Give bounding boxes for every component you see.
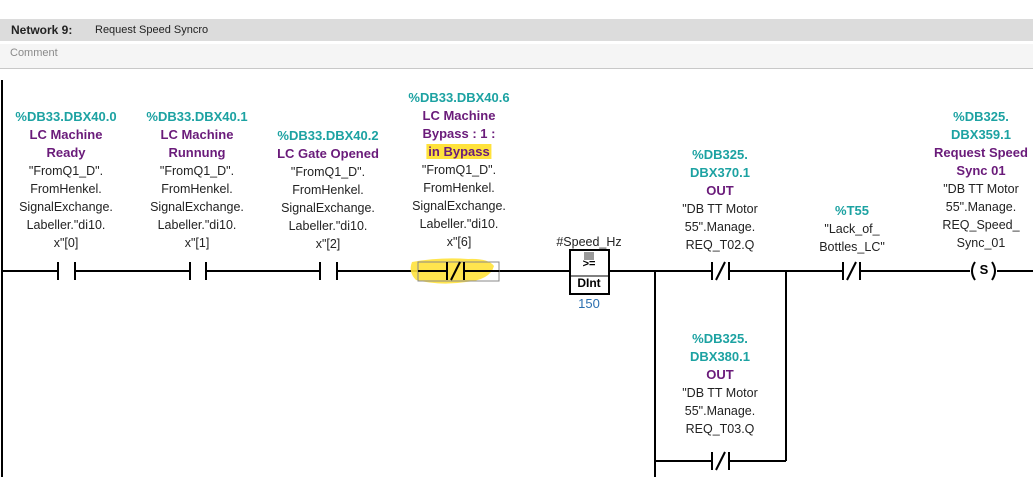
branch-1-tag-line: 55".Manage.: [684, 220, 756, 234]
lack-tag-line: Bottles_LC": [819, 240, 885, 254]
network-comment-field[interactable]: Comment: [0, 44, 1033, 69]
branch-2-tag-line: "DB TT Motor: [682, 386, 758, 400]
contact-1-address: %DB33.DBX40.0: [15, 109, 117, 124]
contact-4-tag-line: "FromQ1_D".: [421, 163, 497, 177]
compare-operator: >=: [582, 258, 596, 270]
contact-2-labels: %DB33.DBX40.1 LC Machine Runnung "FromQ1…: [146, 108, 247, 252]
coil-tag-line: Sync_01: [956, 236, 1006, 250]
contact-4-tag-line: x"[6]: [446, 235, 472, 249]
branch-1-address-line: DBX370.1: [690, 165, 750, 180]
coil-name-line: Request Speed: [934, 145, 1028, 160]
contact-2-address: %DB33.DBX40.1: [146, 109, 248, 124]
network-header[interactable]: Network 9: Request Speed Syncro: [0, 19, 1033, 41]
coil-tag-line: REQ_Speed_: [942, 218, 1020, 232]
contact-3-tag-line: Labeller."di10.: [288, 219, 368, 233]
branch-1-tag-line: "DB TT Motor: [682, 202, 758, 216]
comment-placeholder: Comment: [10, 47, 58, 59]
contact-1-tag-line: x"[0]: [53, 236, 79, 250]
contact-1-tag-line: FromHenkel.: [30, 182, 102, 196]
compare-box[interactable]: [569, 249, 610, 295]
contact-4-labels: %DB33.DBX40.6 LC Machine Bypass : 1 : in…: [408, 89, 509, 251]
contact-3-tag-line: SignalExchange.: [281, 201, 375, 215]
coil-labels: %DB325. DBX359.1 Request Speed Sync 01 "…: [934, 108, 1028, 252]
contact-2-tag-line: Labeller."di10.: [157, 218, 237, 232]
set-coil[interactable]: [971, 261, 996, 281]
contact-2-tag-line: FromHenkel.: [161, 182, 233, 196]
coil-tag-line: 55".Manage.: [945, 200, 1017, 214]
contact-4-name-line: LC Machine: [422, 108, 496, 123]
contact-req-t03[interactable]: [711, 451, 730, 471]
coil-tag-line: "DB TT Motor: [943, 182, 1019, 196]
contact-lc-machine-ready[interactable]: [57, 262, 76, 280]
contact-4-highlight-value: in Bypass: [426, 144, 492, 159]
contact-4-name-line: Bypass : 1 :: [422, 126, 496, 141]
contact-2-tag-line: SignalExchange.: [150, 200, 244, 214]
contact-1-tag-line: SignalExchange.: [19, 200, 113, 214]
yellow-highlight-mark: [410, 258, 494, 284]
network-title[interactable]: Request Speed Syncro: [95, 24, 209, 36]
coil-name-line: Sync 01: [956, 163, 1006, 178]
contact-2-tag-line: x"[1]: [184, 236, 210, 250]
branch-2-labels: %DB325. DBX380.1 OUT "DB TT Motor 55".Ma…: [682, 330, 758, 438]
contact-1-name-line: LC Machine: [29, 127, 103, 142]
contact-2-tag-line: "FromQ1_D".: [159, 164, 235, 178]
branch-1-tag-line: REQ_T02.Q: [685, 238, 755, 252]
contact-1-tag-line: Labeller."di10.: [26, 218, 106, 232]
coil-address-line: DBX359.1: [951, 127, 1011, 142]
contact-2-name-line: Runnung: [168, 145, 226, 160]
contact-1-labels: %DB33.DBX40.0 LC Machine Ready "FromQ1_D…: [15, 108, 116, 252]
contact-lc-machine-runnung[interactable]: [189, 262, 207, 280]
contact-4-tag-line: SignalExchange.: [412, 199, 506, 213]
lack-labels: %T55 "Lack_of_ Bottles_LC": [819, 202, 885, 256]
contact-lc-gate-opened[interactable]: [319, 262, 338, 280]
contact-2-name-line: LC Machine: [160, 127, 234, 142]
network-number: Network 9:: [11, 23, 73, 37]
compare-menu-icon: [584, 252, 594, 260]
contact-1-tag-line: "FromQ1_D".: [28, 164, 104, 178]
contact-4-address: %DB33.DBX40.6: [408, 90, 510, 105]
contact-3-address: %DB33.DBX40.2: [277, 128, 379, 143]
compare-value[interactable]: 150: [578, 296, 600, 311]
contact-3-name-line: LC Gate Opened: [277, 146, 379, 161]
branch-2-tag-line: REQ_T03.Q: [685, 422, 755, 436]
contact-3-tag-line: x"[2]: [315, 237, 341, 251]
branch-2-name: OUT: [706, 367, 734, 382]
coil-address-line: %DB325.: [953, 109, 1009, 124]
contact-3-tag-line: FromHenkel.: [292, 183, 364, 197]
contact-4-tag-line: FromHenkel.: [423, 181, 495, 195]
lack-address: %T55: [835, 203, 869, 218]
coil-symbol: S: [979, 262, 989, 277]
contact-lc-machine-bypass[interactable]: [410, 258, 500, 284]
branch-2-address-line: %DB325.: [692, 331, 748, 346]
contact-4-tag-line: Labeller."di10.: [419, 217, 499, 231]
branch-1-address-line: %DB325.: [692, 147, 748, 162]
contact-lack-of-bottles[interactable]: [842, 261, 861, 281]
branch-2-tag-line: 55".Manage.: [684, 404, 756, 418]
branch-1-name: OUT: [706, 183, 734, 198]
contact-req-t02[interactable]: [711, 261, 730, 281]
lack-tag-line: "Lack_of_: [824, 222, 880, 236]
contact-1-name-line: Ready: [46, 145, 86, 160]
branch-2-address-line: DBX380.1: [690, 349, 750, 364]
branch-1-labels: %DB325. DBX370.1 OUT "DB TT Motor 55".Ma…: [682, 146, 758, 254]
contact-3-labels: %DB33.DBX40.2 LC Gate Opened "FromQ1_D".…: [277, 127, 379, 253]
contact-3-tag-line: "FromQ1_D".: [290, 165, 366, 179]
compare-operand: #Speed_Hz: [556, 235, 622, 249]
compare-type: DInt: [577, 276, 601, 290]
